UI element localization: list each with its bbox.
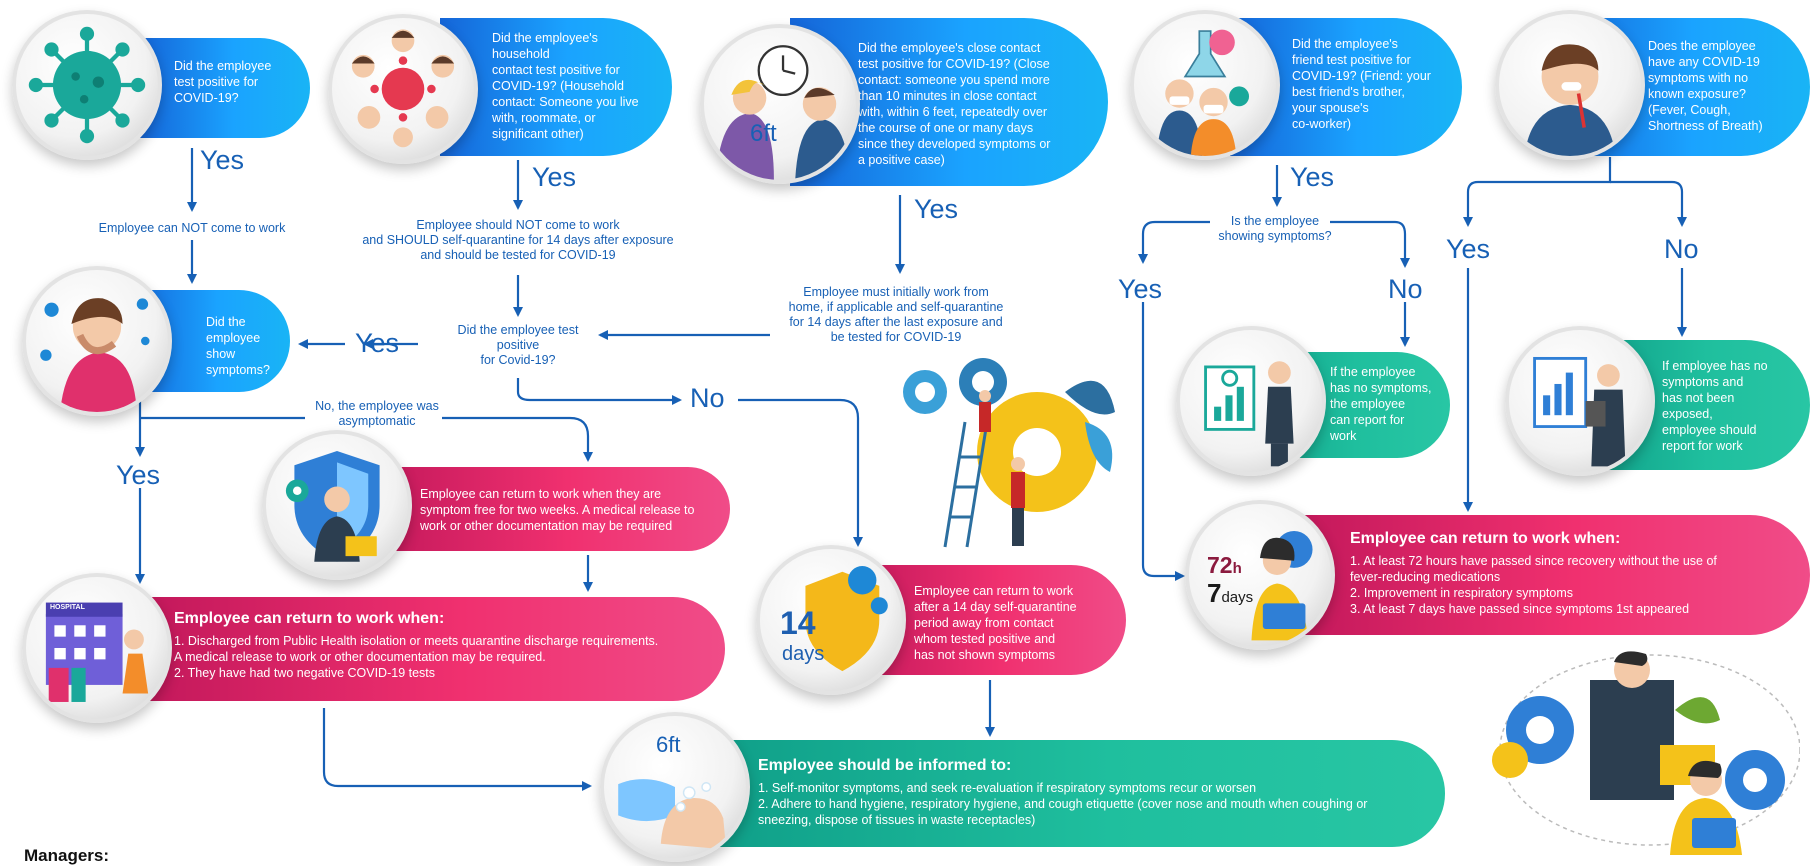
hand-washing-mask-icon: 6ft bbox=[600, 712, 750, 862]
q4-text: Did the employee's friend test positive … bbox=[1292, 37, 1431, 131]
six-feet-label: 6ft bbox=[750, 120, 777, 147]
no-label-test-positive: No bbox=[690, 383, 725, 413]
yes-label-show-symptoms: Yes bbox=[355, 328, 400, 358]
days-unit: days bbox=[1221, 589, 1254, 606]
q1-text: Did the employee test positive for COVID… bbox=[174, 59, 272, 105]
sick-person-icon bbox=[1495, 10, 1645, 160]
fourteen-days-unit: days bbox=[782, 643, 825, 665]
return-hospital-box: Employee can return to work when: 1. Dis… bbox=[140, 597, 725, 701]
cannot-work-label: Employee can NOT come to work bbox=[98, 221, 286, 235]
yes-label-q2: Yes bbox=[532, 162, 577, 192]
hours-value: 72 bbox=[1207, 552, 1233, 578]
shield-businessman-icon bbox=[262, 430, 412, 580]
tablet-businessman-icon bbox=[1505, 326, 1655, 476]
yes-label-q4-symptoms: Yes bbox=[1118, 274, 1163, 304]
return-72-body: 1. At least 72 hours have passed since r… bbox=[1350, 554, 1717, 616]
work-from-home-label: Employee must initially work from home, … bbox=[788, 285, 1004, 344]
q5-text: Does the employee have any COVID-19 symp… bbox=[1648, 39, 1763, 133]
business-team-illustration bbox=[1470, 640, 1801, 855]
asymptomatic-label: No, the employee was asymptomatic bbox=[315, 399, 439, 428]
no-label-q5: No bbox=[1664, 234, 1699, 264]
yes-label-symptoms-shown: Yes bbox=[116, 460, 161, 490]
self-quarantine-label: Employee should NOT come to work and SHO… bbox=[362, 218, 674, 262]
distance-people-icon: 6ft bbox=[700, 24, 860, 184]
return-hospital-body: 1. Discharged from Public Health isolati… bbox=[174, 634, 659, 680]
test-positive-question: Did the employee test positive for Covid… bbox=[457, 323, 579, 367]
coughing-person-icon bbox=[22, 266, 172, 416]
no-symptoms-friend-text: If the employee has no symptoms, the emp… bbox=[1330, 365, 1432, 443]
informed-body: 1. Self-monitor symptoms, and seek re-ev… bbox=[758, 781, 1368, 827]
informed-box: Employee should be informed to: 1. Self-… bbox=[700, 740, 1445, 847]
showing-symptoms-question: Is the employee showing symptoms? bbox=[1218, 214, 1332, 243]
symptom-free-text: Employee can return to work when they ar… bbox=[420, 487, 695, 533]
yes-label-q1: Yes bbox=[200, 145, 245, 175]
fourteen-days-text: Employee can return to work after a 14 d… bbox=[914, 584, 1077, 662]
hospital-icon: HOSPITAL bbox=[22, 573, 172, 723]
fourteen-number: 14 bbox=[780, 605, 816, 641]
q3-text: Did the employee's close contact test po… bbox=[858, 41, 1051, 167]
household-group-icon bbox=[328, 14, 478, 164]
symptom-free-box: Employee can return to work when they ar… bbox=[370, 467, 730, 551]
q2-box: Did the employee's household contact tes… bbox=[440, 18, 672, 156]
return-72-box: Employee can return to work when: 1. At … bbox=[1290, 515, 1810, 635]
no-exposure-text: If employee has no symptoms and has not … bbox=[1662, 359, 1768, 453]
virus-icon bbox=[12, 10, 162, 160]
hours-unit: h bbox=[1232, 560, 1242, 577]
informed-title: Employee should be informed to: bbox=[758, 757, 1012, 774]
return-72-title: Employee can return to work when: bbox=[1350, 530, 1621, 547]
hospital-sign: HOSPITAL bbox=[50, 604, 85, 611]
no-label-q4-symptoms: No bbox=[1388, 274, 1423, 304]
days-number: 7days bbox=[1207, 578, 1253, 609]
managers-heading: Managers: bbox=[24, 846, 110, 865]
yes-label-q4: Yes bbox=[1290, 162, 1335, 192]
shield-virus-icon: 14 days bbox=[756, 545, 906, 695]
yes-label-q3: Yes bbox=[914, 194, 959, 224]
yes-label-q5: Yes bbox=[1446, 234, 1491, 264]
hours-number: 72h bbox=[1207, 552, 1242, 579]
presenter-icon bbox=[1176, 326, 1326, 476]
return-hospital-title: Employee can return to work when: bbox=[174, 610, 445, 627]
woman-laptop-icon: 72h 7days bbox=[1185, 500, 1335, 650]
q2-text: Did the employee's household contact tes… bbox=[492, 31, 639, 141]
six-feet-hands-label: 6ft bbox=[656, 732, 681, 757]
q3-box: Did the employee's close contact test po… bbox=[790, 18, 1108, 186]
q1-box: Did the employee test positive for COVID… bbox=[140, 38, 310, 138]
gears-ladder-illustration bbox=[895, 352, 1125, 552]
show-symptoms-text: Did the employee show symptoms? bbox=[206, 315, 270, 377]
lab-masks-icon bbox=[1130, 10, 1280, 160]
days-value: 7 bbox=[1207, 578, 1222, 608]
